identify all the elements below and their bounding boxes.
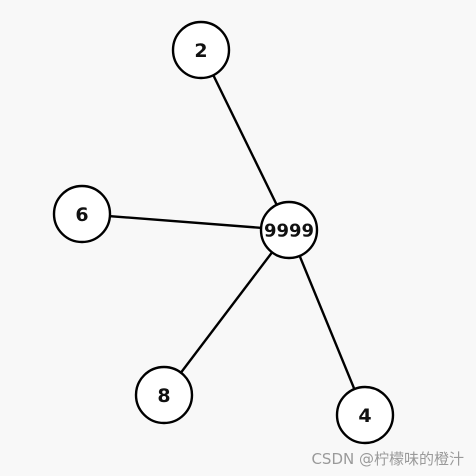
node-8-label: 8 (157, 385, 170, 407)
node-8: 8 (134, 365, 194, 425)
edge-9999-4 (287, 229, 367, 416)
node-4: 4 (335, 385, 395, 445)
node-2: 2 (171, 20, 231, 80)
node-9999-label: 9999 (264, 221, 314, 242)
node-9999: 9999 (259, 200, 319, 260)
edge-9999-8 (163, 229, 290, 396)
watermark-text: CSDN @柠檬味的橙汁 (311, 450, 464, 468)
node-2-label: 2 (194, 40, 207, 62)
node-6-label: 6 (75, 204, 88, 226)
edge-9999-2 (199, 49, 291, 231)
node-6: 6 (52, 184, 112, 244)
node-4-label: 4 (358, 405, 371, 427)
edge-9999-6 (81, 212, 290, 232)
